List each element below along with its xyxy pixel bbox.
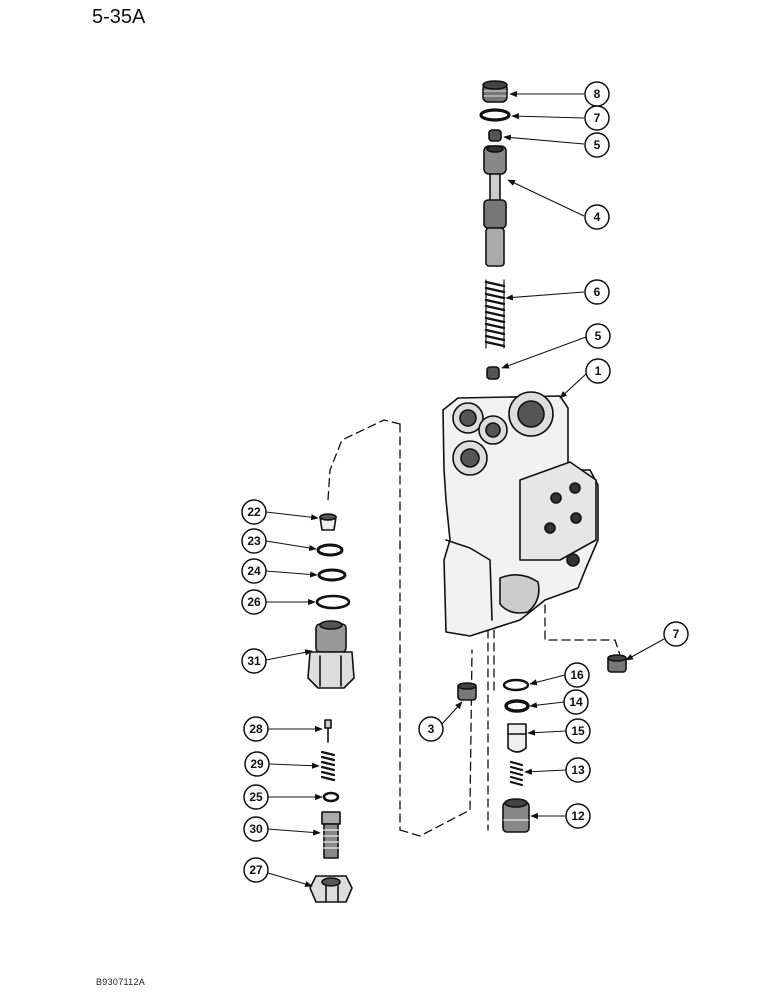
part-spring — [320, 750, 336, 782]
leader-line — [507, 179, 585, 217]
leader-line — [269, 762, 320, 769]
callout-12: 12 — [565, 803, 591, 829]
callout-label: 5 — [594, 138, 601, 152]
part-o-ring — [315, 594, 351, 610]
callout-27: 27 — [243, 857, 269, 883]
callout-label: 3 — [428, 722, 435, 736]
callout-16: 16 — [564, 662, 590, 688]
leader-line — [265, 511, 319, 521]
leader-line — [501, 336, 587, 369]
part-cap-plug — [482, 80, 508, 103]
callout-31: 31 — [241, 648, 267, 674]
callout-1: 1 — [585, 358, 611, 384]
callout-5: 5 — [584, 132, 610, 158]
part-o-ring — [502, 678, 530, 692]
callout-group: 8 7 5 4 6 5 1 22 23 24 26 31 7 16 14 3 1… — [241, 81, 689, 883]
callout-label: 25 — [249, 790, 263, 804]
leader-line — [505, 291, 585, 301]
part-plug — [457, 682, 477, 701]
callout-label: 23 — [247, 534, 261, 548]
leader-line — [265, 649, 313, 661]
callout-3: 3 — [418, 716, 444, 742]
page-label: 5-35A — [92, 6, 146, 28]
callout-label: 15 — [571, 724, 585, 738]
leader-line — [265, 570, 318, 578]
dashed-routing-line — [327, 419, 621, 837]
callout-13: 13 — [565, 757, 591, 783]
callout-29: 29 — [244, 751, 270, 777]
part-spring — [484, 279, 506, 349]
callout-label: 29 — [250, 757, 264, 771]
part-seat-fitting — [502, 798, 530, 833]
part-ring — [317, 568, 347, 582]
part-seat — [488, 129, 502, 142]
callout-4: 4 — [584, 204, 610, 230]
callout-5: 5 — [585, 323, 611, 349]
callout-8: 8 — [584, 81, 610, 107]
callout-26: 26 — [241, 589, 267, 615]
callout-label: 30 — [249, 822, 263, 836]
callout-label: 7 — [673, 627, 680, 641]
callout-label: 14 — [569, 695, 583, 709]
callout-label: 26 — [247, 595, 261, 609]
leader-line — [527, 729, 567, 736]
leader-line — [511, 113, 585, 120]
part-spool — [483, 145, 507, 267]
leader-line — [524, 768, 567, 775]
callout-7: 7 — [584, 105, 610, 131]
callout-25: 25 — [243, 784, 269, 810]
callout-label: 5 — [595, 329, 602, 343]
callout-14: 14 — [563, 689, 589, 715]
footer-code: B9307112A — [96, 977, 146, 987]
callout-label: 12 — [571, 809, 585, 823]
part-ring — [316, 543, 344, 557]
leader-line — [503, 134, 585, 145]
callout-label: 16 — [570, 668, 584, 682]
part-valve-body — [442, 391, 599, 637]
leader-line — [529, 674, 566, 686]
leader-line — [267, 828, 321, 836]
part-relief-valve-fitting — [307, 620, 355, 689]
leader-line — [529, 701, 565, 709]
callout-label: 4 — [594, 210, 601, 224]
callout-label: 13 — [571, 763, 585, 777]
callout-22: 22 — [241, 499, 267, 525]
part-pin — [324, 719, 332, 743]
leader-line — [625, 638, 665, 661]
leader-line — [559, 373, 587, 399]
callout-label: 6 — [594, 285, 601, 299]
part-spring — [509, 760, 524, 787]
part-seat — [486, 366, 500, 380]
leader-line — [265, 540, 317, 551]
callout-28: 28 — [243, 716, 269, 742]
leader-line — [267, 872, 313, 887]
callout-7: 7 — [663, 621, 689, 647]
part-plug — [607, 654, 627, 673]
callout-label: 1 — [595, 364, 602, 378]
callout-label: 31 — [247, 654, 261, 668]
callout-24: 24 — [241, 558, 267, 584]
callout-label: 8 — [594, 87, 601, 101]
part-ring — [322, 791, 340, 803]
part-plug — [319, 513, 337, 531]
callout-6: 6 — [584, 279, 610, 305]
part-o-ring — [479, 108, 511, 122]
callout-label: 28 — [249, 722, 263, 736]
callout-23: 23 — [241, 528, 267, 554]
callout-label: 7 — [594, 111, 601, 125]
part-adjusting-screw — [321, 811, 341, 859]
leader-line — [441, 701, 463, 725]
callout-15: 15 — [565, 718, 591, 744]
callout-label: 27 — [249, 863, 263, 877]
callout-label: 24 — [247, 564, 261, 578]
callout-30: 30 — [243, 816, 269, 842]
callout-label: 22 — [247, 505, 261, 519]
part-poppet — [507, 723, 527, 753]
part-hex-nut — [309, 875, 353, 903]
part-backup-ring — [504, 699, 530, 713]
